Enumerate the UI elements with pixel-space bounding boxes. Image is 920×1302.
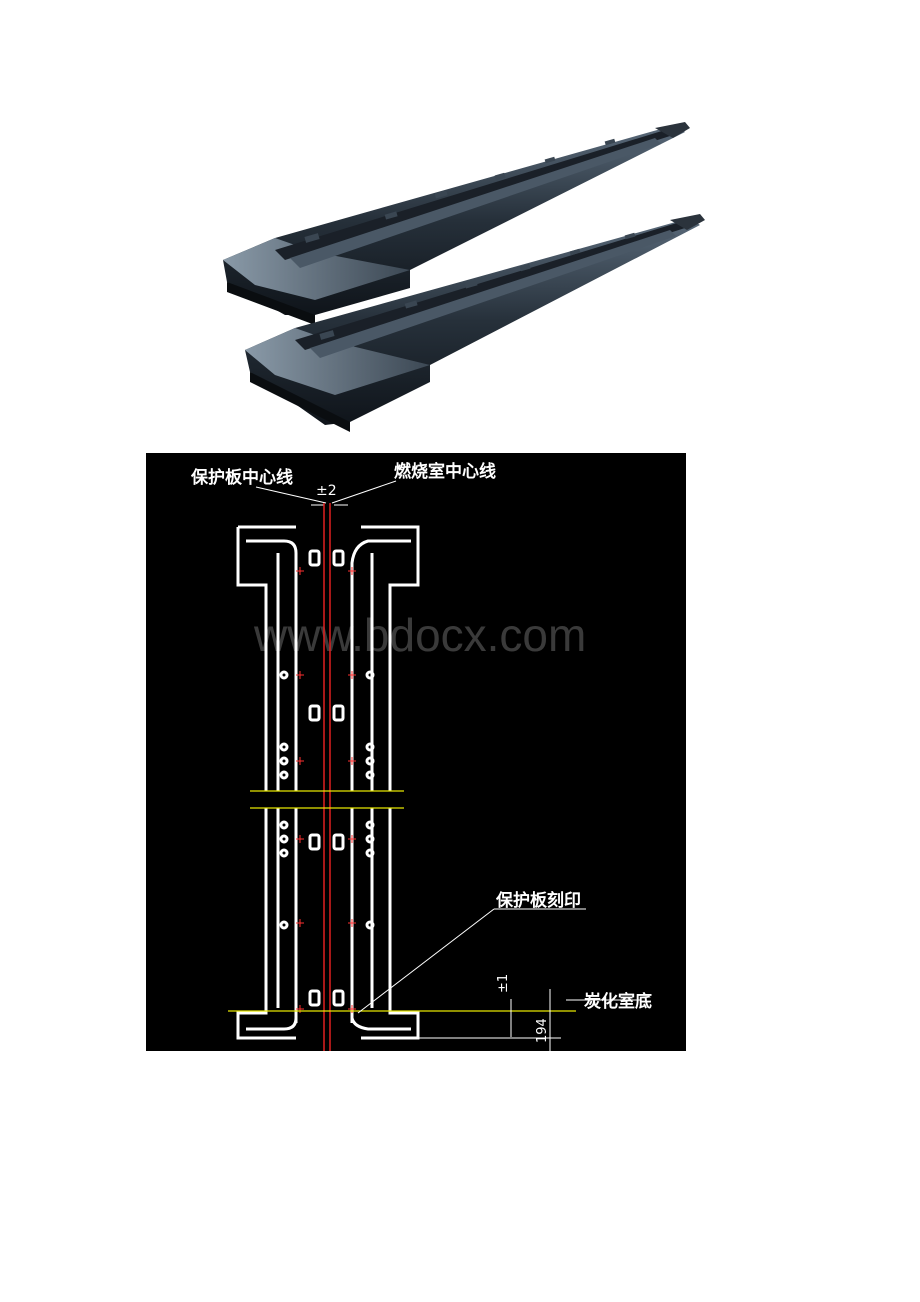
guard-plate-centerline-label: 保护板中心线: [190, 467, 293, 488]
watermark: www.bdocx.com: [253, 609, 586, 661]
stamp-leader: [357, 908, 495, 1014]
guard-plate-outline: [236, 525, 420, 1040]
centerlines: [323, 503, 331, 1051]
stamp-marks: [296, 567, 356, 1013]
guard-plate-lower: [245, 214, 705, 432]
cad-drawing: www.bdocx.com 保护板中心线 燃烧室中心线 ±2: [146, 453, 686, 1051]
carbonization-chamber-floor-label: 炭化室底: [584, 991, 652, 1012]
tolerance-top-label: ±2: [316, 483, 337, 499]
guard-plate-upper: [223, 122, 690, 325]
combustion-chamber-centerline-label: 燃烧室中心线: [394, 461, 496, 482]
guard-plate-photo: [223, 122, 705, 432]
guard-plate-stamp-label: 保护板刻印: [495, 890, 581, 911]
tolerance-bottom-label: ±1: [496, 974, 511, 993]
slot-holes: [279, 549, 375, 1007]
dimension-bottom-label: 194: [535, 1018, 550, 1043]
reference-lines: [228, 790, 576, 1012]
leader-lines-top: [255, 480, 397, 506]
dimension-lines: [376, 989, 641, 1051]
